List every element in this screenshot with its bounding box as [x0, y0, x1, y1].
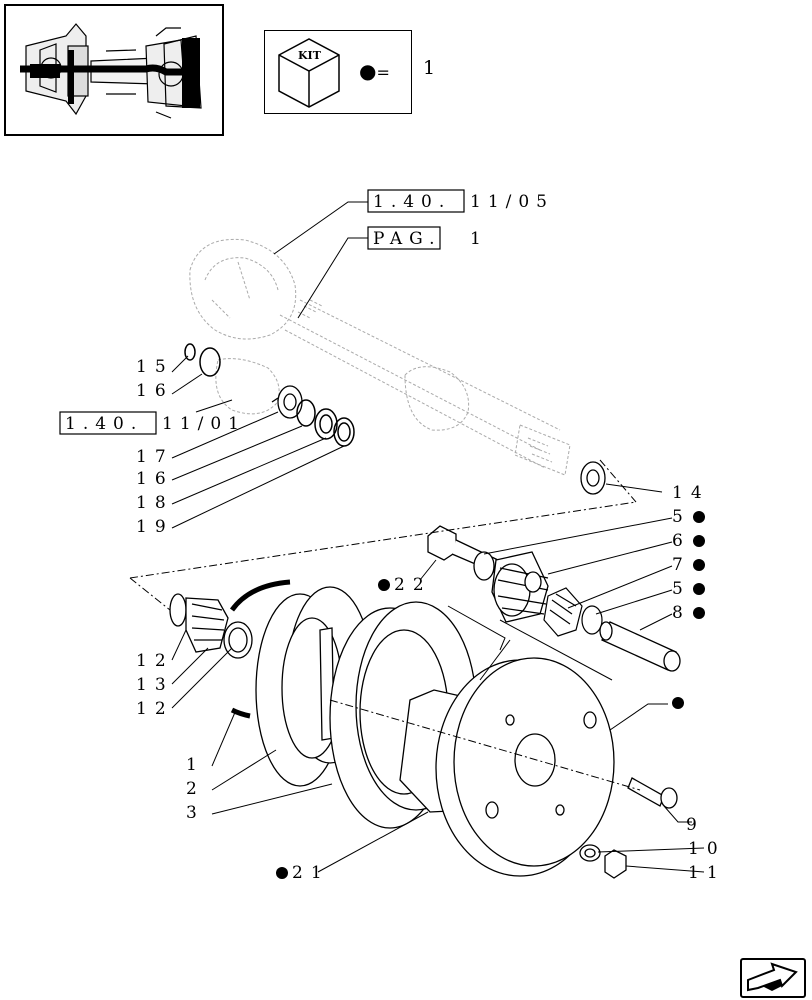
- callout-16: 16: [136, 469, 174, 489]
- callout-number: 6: [672, 531, 691, 551]
- snap-rings-15-16: [184, 343, 355, 447]
- callout-16: 16: [136, 381, 174, 401]
- callout-12: 12: [136, 651, 174, 671]
- callout-14: 14: [672, 483, 710, 503]
- kit-label: KIT: [298, 49, 322, 62]
- filled-circle-icon: [693, 607, 705, 619]
- centerlines: [129, 459, 641, 791]
- callout-number: 18: [136, 493, 174, 513]
- callout-2: 2: [186, 779, 205, 799]
- kit-bullet-equals: ●=: [359, 59, 390, 83]
- callout-18: 18: [136, 493, 174, 513]
- callout-number: 7: [672, 555, 691, 575]
- next-page-arrow-icon: [747, 962, 798, 992]
- guide-lines: [447, 605, 613, 681]
- planet-gear-6: [473, 551, 549, 623]
- callout-11: 11: [688, 863, 726, 883]
- ref-pag[interactable]: PAG. 1: [367, 226, 488, 250]
- callout-21: 21: [276, 863, 330, 883]
- callout-number: 10: [688, 839, 726, 859]
- needle-bearing-7: [543, 587, 603, 637]
- callout-13: 13: [136, 675, 174, 695]
- filled-circle-icon: ●: [359, 59, 377, 83]
- callout-10: 10: [688, 839, 726, 859]
- callout-15: 15: [136, 357, 174, 377]
- kit-legend: KIT ●= 1: [264, 30, 435, 114]
- callout-number: 5: [672, 507, 691, 527]
- ref-left-box-text: 1.40.: [65, 414, 143, 434]
- ref-left[interactable]: 1.40. 11/01: [59, 411, 246, 435]
- callout-number: 2: [186, 779, 205, 799]
- filled-circle-icon: [378, 579, 390, 591]
- callout-number: 8: [672, 603, 691, 623]
- callout-number: 21: [292, 863, 330, 883]
- filled-circle-icon: [693, 559, 705, 571]
- kit-quantity: 1: [423, 57, 436, 79]
- callout-number: 12: [136, 699, 174, 719]
- callout-8: 8: [672, 603, 705, 623]
- callout-12: 12: [136, 699, 174, 719]
- callout-5: 5: [672, 579, 705, 599]
- callout-7: 7: [672, 555, 705, 575]
- callout-1: 1: [186, 755, 205, 775]
- callout-number: 5: [672, 579, 691, 599]
- washer-10-nut-11: [579, 844, 627, 879]
- ref-pag-box-text: PAG.: [373, 229, 442, 249]
- callout-number: 13: [136, 675, 174, 695]
- callout-number: 19: [136, 517, 174, 537]
- axle-assembly-thumbnail[interactable]: [4, 4, 224, 136]
- callout-kit-only: [672, 697, 684, 709]
- axle-thumbnail-drawing: [20, 23, 202, 119]
- callout-number: 16: [136, 381, 174, 401]
- ref-left-tail-text: 11/01: [162, 414, 246, 434]
- callout-9: 9: [686, 815, 705, 835]
- bearing-17: [271, 385, 303, 419]
- ref-top[interactable]: 1.40. 11/05: [367, 189, 554, 213]
- callout-22: 22: [378, 575, 432, 595]
- planet-carrier-21: [399, 657, 615, 877]
- next-page-button[interactable]: [740, 958, 806, 998]
- callout-5: 5: [672, 507, 705, 527]
- ref-top-tail-text: 11/05: [470, 192, 554, 212]
- callout-17: 17: [136, 447, 174, 467]
- filled-circle-icon: [672, 697, 684, 709]
- bolt-9: [627, 777, 678, 809]
- filled-circle-icon: [693, 583, 705, 595]
- filled-circle-icon: [693, 511, 705, 523]
- ring-gear-2: [255, 586, 373, 787]
- callout-number: 14: [672, 483, 710, 503]
- planet-pin-8: [599, 621, 681, 672]
- callout-number: 12: [136, 651, 174, 671]
- kit-box-icon: KIT: [278, 38, 340, 108]
- snap-ring-1: [229, 579, 291, 719]
- callout-number: 22: [394, 575, 432, 595]
- filled-circle-icon: [276, 867, 288, 879]
- ref-top-box-text: 1.40.: [373, 192, 451, 212]
- callout-number: 11: [688, 863, 726, 883]
- bearing-14: [580, 461, 606, 495]
- filled-circle-icon: [693, 535, 705, 547]
- callout-19: 19: [136, 517, 174, 537]
- callout-number: 9: [686, 815, 705, 835]
- callout-3: 3: [186, 803, 205, 823]
- callout-number: 3: [186, 803, 205, 823]
- callout-number: 15: [136, 357, 174, 377]
- callout-number: 17: [136, 447, 174, 467]
- callout-number: 16: [136, 469, 174, 489]
- leader-lines: [171, 201, 705, 873]
- callout-6: 6: [672, 531, 705, 551]
- ref-pag-tail-text: 1: [470, 229, 488, 249]
- callout-number: 1: [186, 755, 205, 775]
- ghost-axle: [189, 238, 571, 476]
